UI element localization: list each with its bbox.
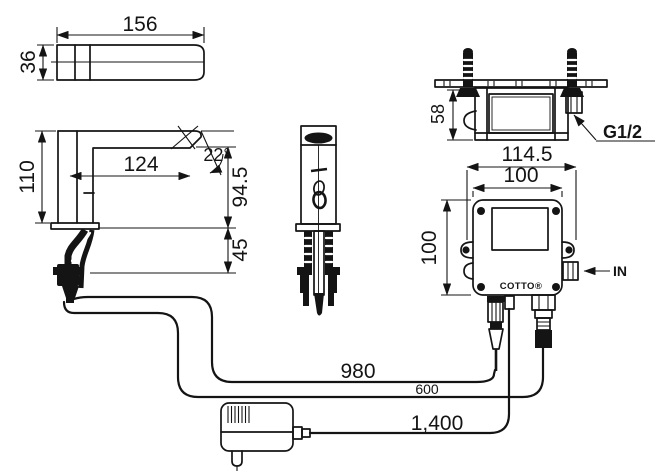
power-adapter bbox=[220, 402, 311, 471]
mounting-stud-left bbox=[304, 231, 312, 271]
thread-size-label: G1/2 bbox=[603, 122, 642, 142]
inlet-direction-label: IN bbox=[613, 263, 627, 279]
sensor-window bbox=[491, 207, 549, 251]
dim-45-label: 45 bbox=[229, 238, 252, 261]
spout-top-view: 156 36 bbox=[17, 13, 205, 81]
hose-run-980 bbox=[72, 295, 497, 384]
dim-156-label: 156 bbox=[122, 13, 157, 36]
control-box-side-view: 58 G1/2 bbox=[428, 48, 655, 142]
inlet-thread-fitting bbox=[565, 91, 583, 114]
hose-length-label: 980 bbox=[340, 360, 375, 383]
adapter-vent-lines bbox=[227, 406, 250, 423]
adapter-cable-boot bbox=[292, 426, 303, 440]
sensor-plug-connector bbox=[531, 294, 556, 348]
power-cable-gland bbox=[504, 295, 515, 310]
mounting-bolt-left-icon bbox=[456, 48, 480, 97]
supply-pipe-tip bbox=[314, 293, 324, 316]
mounting-bolt-right-icon bbox=[560, 48, 584, 97]
brand-logo: COTTO® bbox=[500, 281, 542, 292]
spout-side-view: 22° 124 110 94.5 45 bbox=[16, 125, 252, 303]
dim-58-label: 58 bbox=[428, 104, 448, 124]
dim-100-width-label: 100 bbox=[503, 164, 538, 187]
dim-36-label: 36 bbox=[17, 50, 40, 73]
spout-front-view bbox=[295, 125, 341, 316]
supply-hose-bundle bbox=[53, 228, 95, 303]
dim-114-5-label: 114.5 bbox=[502, 143, 553, 166]
plug-prong bbox=[231, 450, 243, 467]
mount-ear-left bbox=[460, 241, 474, 259]
solenoid-outlet-connector bbox=[487, 296, 505, 371]
mounting-bracket-bar bbox=[434, 79, 608, 88]
dim-110-label: 110 bbox=[16, 160, 39, 193]
side-cable-gland bbox=[463, 110, 477, 131]
chain-link-upper bbox=[313, 180, 325, 196]
mount-ear-right bbox=[561, 241, 575, 259]
water-inlet-fitting bbox=[562, 261, 579, 281]
dim-94-5-label: 94.5 bbox=[229, 167, 252, 208]
dim-angle-label: 22° bbox=[203, 145, 230, 165]
chain-link-lower bbox=[312, 190, 327, 210]
control-box-front-view: 114.5 100 IN COTTO® 100 bbox=[418, 143, 627, 371]
power-cable-run-1400 bbox=[308, 307, 511, 435]
mounting-nut-right bbox=[325, 267, 340, 293]
power-cable-length-label: 1,400 bbox=[411, 412, 464, 435]
sensor-cable-length-label: 600 bbox=[415, 381, 439, 397]
dim-124-label: 124 bbox=[123, 153, 158, 176]
sensor-cable-run-600 bbox=[62, 300, 545, 399]
spout-tip-cross-mark bbox=[170, 125, 199, 150]
front-cable-gland bbox=[463, 262, 474, 280]
mounting-nut-left bbox=[297, 267, 312, 293]
mounting-stud-right bbox=[325, 231, 333, 271]
cable-runs: 980 600 1,400 bbox=[62, 295, 545, 435]
sensor-eye-icon bbox=[304, 132, 333, 144]
dim-100-height-label: 100 bbox=[418, 230, 441, 265]
